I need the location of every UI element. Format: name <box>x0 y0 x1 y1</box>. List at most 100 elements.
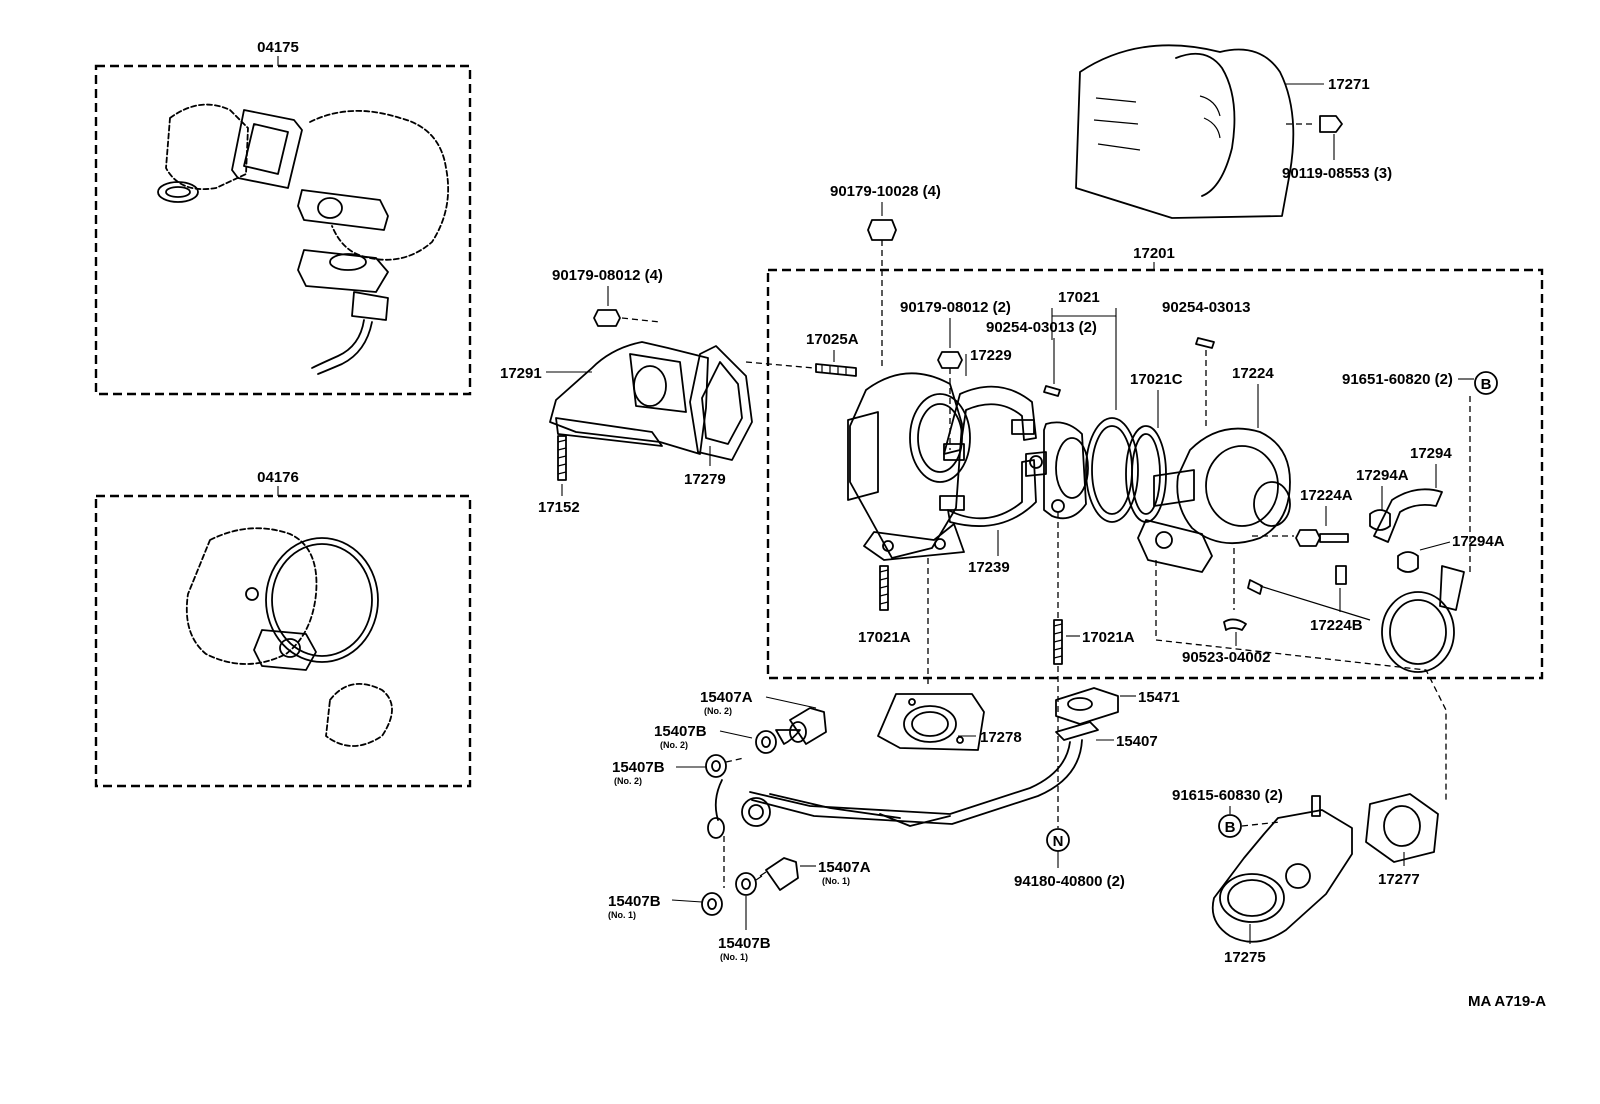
gasket-17278: 17278 <box>877 558 1022 751</box>
kit-04175-gaskets-illustration <box>157 103 449 375</box>
gasket-15471: 15471 <box>1055 687 1180 725</box>
bolt-90119-08553: 90119-08553 (3) <box>1282 115 1392 182</box>
label-17021A-right: 17021A <box>1082 629 1135 646</box>
label-17294: 17294 <box>1410 445 1452 462</box>
label-15407A-bot: 15407A <box>818 859 871 876</box>
washer-15407B-no1-d: 15407B (No. 1) <box>718 872 771 962</box>
elbow-17275: 17275 <box>1211 795 1353 966</box>
center-housing-rotating-assembly <box>1025 421 1089 620</box>
sublabel-no1-a: (No. 1) <box>822 876 850 886</box>
label-17224: 17224 <box>1232 365 1274 382</box>
hose-17294: 17294 <box>1373 445 1452 543</box>
nut-94180-40800: N 94180-40800 (2) <box>1014 666 1125 890</box>
label-17275: 17275 <box>1224 949 1266 966</box>
label-17271: 17271 <box>1328 76 1370 93</box>
kit-04176-box <box>94 494 472 788</box>
turbine-housing <box>847 372 971 561</box>
elbow-17291: 17291 <box>500 341 709 455</box>
kit-04175-box <box>94 64 472 396</box>
nut-90179-10028: 90179-10028 (4) <box>830 183 941 370</box>
figure-code: MA A719-A <box>1468 993 1546 1010</box>
label-17152: 17152 <box>538 499 580 516</box>
label-04176: 04176 <box>257 469 299 486</box>
label-17279: 17279 <box>684 471 726 488</box>
gasket-17277: 17277 <box>1365 793 1439 888</box>
label-17201: 17201 <box>1133 245 1175 262</box>
union-17224A: 17224A <box>1252 487 1353 547</box>
label-91651-60820: 91651-60820 (2) <box>1342 371 1453 388</box>
label-15471: 15471 <box>1138 689 1180 706</box>
kit-04175-group: 04175 <box>94 39 472 396</box>
clamp-17229: 17229 <box>943 347 1037 461</box>
assembly-17201-group: 17201 <box>766 245 1544 680</box>
clip-17294A-2: 17294A <box>1397 533 1505 573</box>
clip-17294A-1: 17294A <box>1356 467 1409 531</box>
label-17021A-left: 17021A <box>858 629 911 646</box>
label-17021: 17021 <box>1058 289 1100 306</box>
washer-15407B-no1-c: 15407B (No. 1) <box>608 892 723 920</box>
label-15407A-top: 15407A <box>700 689 753 706</box>
label-90254-03013: 90254-03013 <box>1162 299 1250 316</box>
label-90179-08012-2: 90179-08012 (2) <box>900 299 1011 316</box>
assembly-17201-box <box>766 268 1544 680</box>
stud-17025A: 17025A <box>745 331 859 377</box>
actuator-17224B: 17224B <box>1247 565 1465 673</box>
marker-n: N <box>1053 833 1064 850</box>
pin-90254-03013-2: 90254-03013 (2) <box>986 319 1097 397</box>
marker-b-bot: B <box>1225 819 1236 836</box>
sublabel-no1-b: (No. 1) <box>608 910 636 920</box>
washer-90523-04002: 90523-04002 <box>1182 548 1270 666</box>
label-17294A-1: 17294A <box>1356 467 1409 484</box>
washer-15407B-no2-b: 15407B (No. 2) <box>612 754 745 786</box>
label-17291: 17291 <box>500 365 542 382</box>
label-90254-03013-2: 90254-03013 (2) <box>986 319 1097 336</box>
label-17224A: 17224A <box>1300 487 1353 504</box>
compressor-housing-17224: 17224 <box>1137 365 1291 573</box>
label-90119-08553: 90119-08553 (3) <box>1282 165 1392 182</box>
link-compressor-to-17277 <box>1155 560 1447 800</box>
label-17294A-2: 17294A <box>1452 533 1505 550</box>
stud-17152: 17152 <box>538 435 580 516</box>
clamp-17239: 17239 <box>939 459 1037 576</box>
label-15407B-c: 15407B <box>608 893 661 910</box>
label-17239: 17239 <box>968 559 1010 576</box>
label-17025A: 17025A <box>806 331 859 348</box>
stud-17021A-right: 17021A <box>1053 619 1135 665</box>
label-17278: 17278 <box>980 729 1022 746</box>
label-15407B-d: 15407B <box>718 935 771 952</box>
oil-pipe-banjo-ends <box>707 779 771 888</box>
label-90179-10028: 90179-10028 (4) <box>830 183 941 200</box>
label-91615-60830: 91615-60830 (2) <box>1172 787 1283 804</box>
label-90179-08012-4: 90179-08012 (4) <box>552 267 663 284</box>
sublabel-no2-a: (No. 2) <box>704 706 732 716</box>
gasket-17279: 17279 <box>684 345 753 488</box>
pin-90254-03013: 90254-03013 <box>1162 299 1250 430</box>
kit-04176-group: 04176 <box>94 469 472 788</box>
union-bolt-15407A-no2: 15407A (No. 2) <box>700 689 827 745</box>
sublabel-no1-c: (No. 1) <box>720 952 748 962</box>
bolt-91615-60830: 91615-60830 (2) B <box>1172 787 1283 838</box>
label-17224B: 17224B <box>1310 617 1363 634</box>
label-15407: 15407 <box>1116 733 1158 750</box>
nut-90179-08012-2: 90179-08012 (2) <box>900 299 1011 450</box>
label-17277: 17277 <box>1378 871 1420 888</box>
label-17229: 17229 <box>970 347 1012 364</box>
nut-90179-08012-4: 90179-08012 (4) <box>552 267 663 327</box>
washer-15407B-no2-a: 15407B (No. 2) <box>654 723 777 754</box>
sublabel-no2-c: (No. 2) <box>614 776 642 786</box>
kit-04176-gaskets-illustration <box>185 527 393 747</box>
label-90523-04002: 90523-04002 <box>1182 649 1270 666</box>
label-04175: 04175 <box>257 39 299 56</box>
oil-pipe-15407: 15407 <box>749 721 1158 827</box>
label-15407B-b: 15407B <box>612 759 665 776</box>
union-bolt-15407A-no1: 15407A (No. 1) <box>755 857 871 891</box>
stud-17021A-left: 17021A <box>858 565 911 646</box>
marker-b-top: B <box>1481 376 1492 393</box>
label-group-17021: 17021 <box>1051 289 1117 410</box>
label-94180-40800: 94180-40800 (2) <box>1014 873 1125 890</box>
label-15407B-a: 15407B <box>654 723 707 740</box>
sublabel-no2-b: (No. 2) <box>660 740 688 750</box>
label-group-17021C: 17021C <box>1130 371 1183 428</box>
label-17021C: 17021C <box>1130 371 1183 388</box>
